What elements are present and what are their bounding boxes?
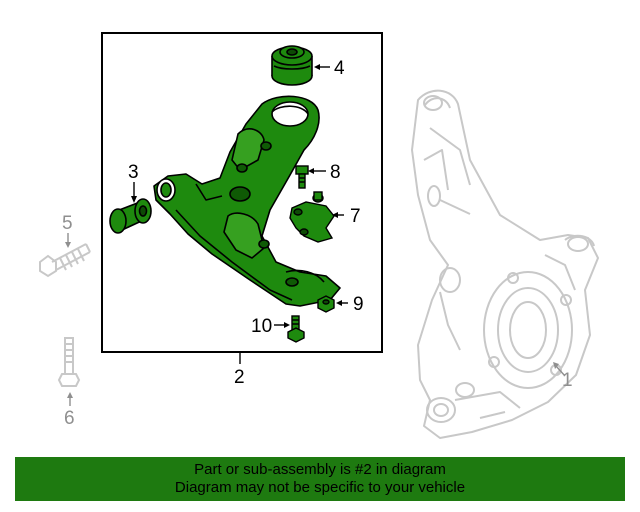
bushing-part-4	[271, 45, 313, 86]
callout-1: 1	[562, 370, 573, 391]
assembly-frame	[101, 32, 383, 353]
callout-4: 4	[334, 58, 345, 79]
bolt-part-6	[57, 337, 81, 387]
leader-lines	[65, 64, 566, 406]
callout-3: 3	[128, 162, 139, 183]
callout-7: 7	[350, 206, 361, 227]
banner-line-1: Part or sub-assembly is #2 in diagram	[194, 461, 446, 478]
bolt-part-8	[295, 165, 309, 189]
lower-control-arm	[153, 95, 341, 307]
callout-6: 6	[64, 408, 75, 429]
info-banner: Part or sub-assembly is #2 in diagram Di…	[15, 457, 625, 501]
callout-9: 9	[353, 294, 364, 315]
callout-8: 8	[330, 162, 341, 183]
callout-2: 2	[234, 367, 245, 388]
nut-part-9	[317, 295, 335, 313]
callout-5: 5	[62, 213, 73, 234]
callout-10: 10	[251, 316, 272, 337]
steering-knuckle	[411, 89, 599, 439]
banner-line-2: Diagram may not be specific to your vehi…	[174, 479, 466, 496]
bolt-part-5	[39, 243, 91, 278]
bushing-part-3	[109, 198, 152, 234]
ball-joint-part-7	[289, 191, 335, 243]
bolt-part-10	[287, 315, 305, 343]
